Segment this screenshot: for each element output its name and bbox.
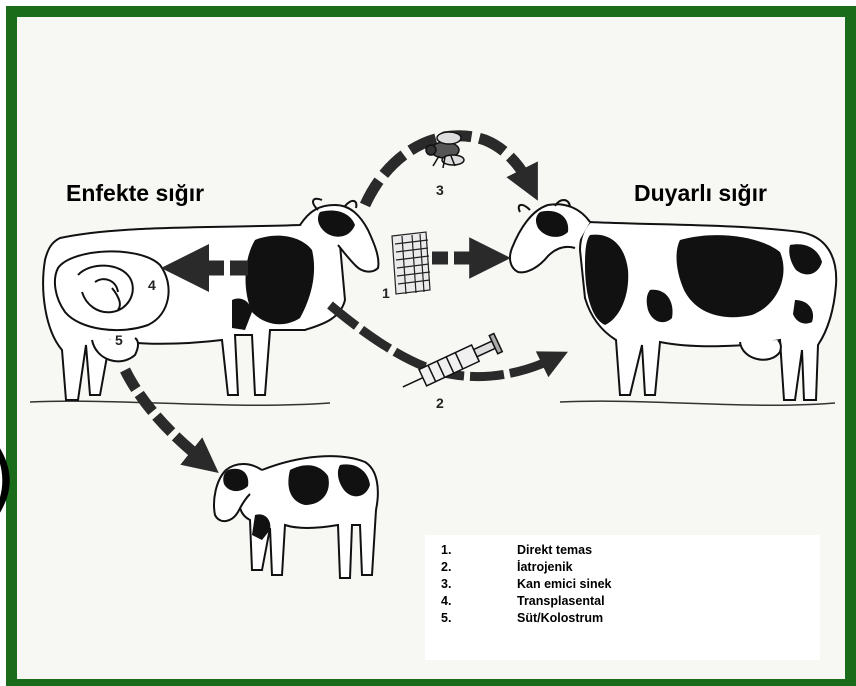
- legend-text: Transplasental: [517, 594, 605, 608]
- route-number-2: 2: [436, 395, 444, 411]
- legend-text: Kan emici sinek: [517, 577, 612, 591]
- calf: [214, 456, 378, 578]
- susceptible-cow: [510, 200, 836, 400]
- route-number-3: 3: [436, 182, 444, 198]
- ground-right: [560, 401, 835, 405]
- legend-number: 5.: [441, 611, 451, 625]
- legend-number: 4.: [441, 594, 451, 608]
- legend-text: Direkt temas: [517, 543, 592, 557]
- legend-number: 1.: [441, 543, 451, 557]
- legend-number: 2.: [441, 560, 451, 574]
- contact-hatch-icon: [392, 232, 430, 294]
- route-number-1: 1: [382, 285, 390, 301]
- route-number-4: 4: [148, 277, 156, 293]
- susceptible-cattle-label: Duyarlı sığır: [634, 180, 767, 207]
- infected-cattle-label: Enfekte sığır: [66, 180, 204, 207]
- legend: 1. Direkt temas 2. İatrojenik 3. Kan emi…: [425, 535, 820, 660]
- route-number-5: 5: [115, 332, 123, 348]
- legend-number: 3.: [441, 577, 451, 591]
- ground-left: [30, 401, 330, 405]
- legend-text: Süt/Kolostrum: [517, 611, 603, 625]
- arrow-route-5: [125, 370, 205, 462]
- legend-text: İatrojenik: [517, 560, 573, 574]
